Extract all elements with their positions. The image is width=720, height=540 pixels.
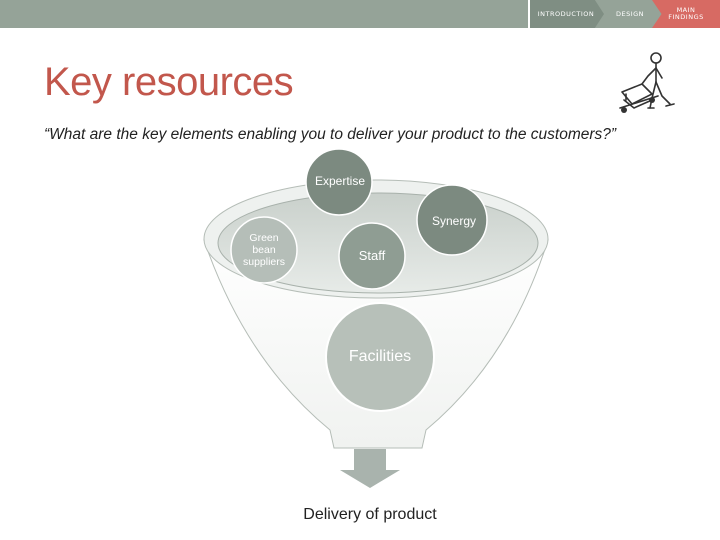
- node-staff-label: Staff: [358, 248, 386, 263]
- down-arrow-icon: [340, 449, 400, 488]
- nav-tab-design-label: DESIGN: [615, 9, 645, 18]
- node-green-line2: bean: [252, 244, 276, 256]
- node-facilities-label: Facilities: [348, 348, 412, 365]
- node-expertise-label: Expertise: [314, 174, 366, 188]
- node-green-bean-suppliers-circle: [230, 216, 298, 284]
- nav-tab-introduction[interactable]: INTRODUCTION: [528, 0, 604, 28]
- person-with-hand-truck-icon: [619, 52, 675, 113]
- node-green-line1: Green: [249, 232, 279, 244]
- nav-tab-main-findings-label: MAIN FINDINGS: [668, 7, 703, 21]
- nav-tab-introduction-label: INTRODUCTION: [537, 9, 595, 18]
- node-green-bean-suppliers-label: Green bean suppliers: [232, 232, 296, 268]
- nav-tab-design[interactable]: DESIGN: [596, 0, 664, 28]
- node-synergy-circle: [416, 184, 488, 256]
- node-synergy-label: Synergy: [431, 214, 477, 228]
- nav-tab-main-findings[interactable]: MAIN FINDINGS: [652, 0, 720, 28]
- slide-title: Key resources: [44, 60, 294, 104]
- nav-tab-main-findings-line2: FINDINGS: [668, 13, 704, 21]
- node-green-line3: suppliers: [242, 256, 286, 268]
- nav-tab-main-findings-line1: MAIN: [676, 6, 696, 14]
- nav-separator: [528, 0, 530, 28]
- node-staff-circle: [338, 222, 406, 290]
- delivery-of-product-label: Delivery of product: [303, 506, 437, 523]
- node-expertise-circle: [305, 148, 373, 216]
- node-facilities-circle: [325, 302, 435, 412]
- slide-question: “What are the key elements enabling you …: [44, 126, 617, 143]
